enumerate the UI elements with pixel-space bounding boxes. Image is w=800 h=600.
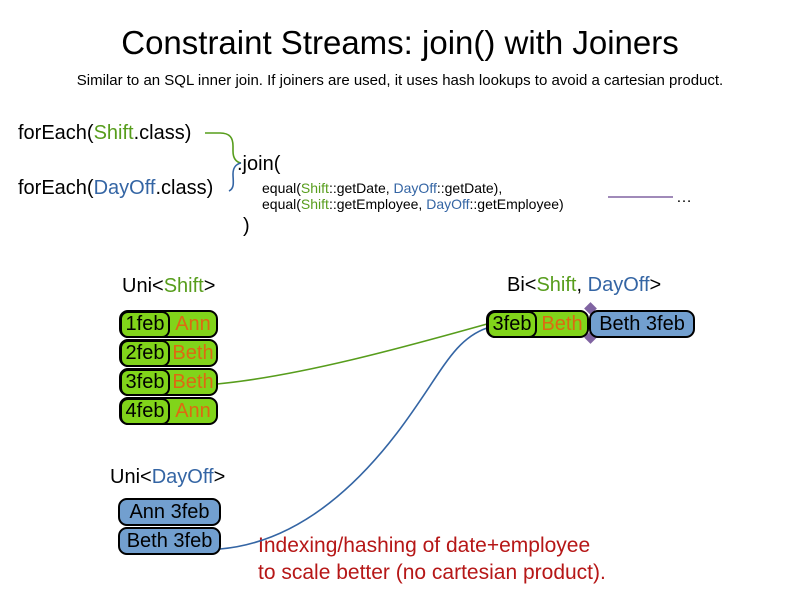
more-joiners-ellipsis: … [676, 189, 692, 206]
dayoff-class-token: DayOff [151, 466, 214, 488]
shift-date-cell: 2feb [120, 339, 170, 367]
shift-class-token: Shift [300, 180, 329, 196]
shift-row-1: 1feb Ann [119, 310, 218, 338]
bi-row-shift-part: 3feb Beth [486, 310, 589, 338]
label-text: > [649, 274, 662, 296]
dayoff-class-token: DayOff [93, 177, 156, 199]
code-text: forEach( [18, 122, 94, 144]
uni-shift-label: Uni<Shift> [122, 275, 215, 298]
shift-employee-cell: Beth [172, 370, 214, 393]
code-text: ::getDate), [436, 180, 503, 196]
shift-employee-cell: Ann [175, 399, 211, 422]
dayoff-class-token: DayOff [426, 196, 470, 212]
code-joiner-employee: equal(Shift::getEmployee, DayOff::getEmp… [262, 196, 564, 212]
bi-shift-date-cell: 3feb [487, 310, 537, 338]
annotation-text: Indexing/hashing of date+employee to sca… [258, 532, 606, 586]
annotation-line-2: to scale better (no cartesian product). [258, 561, 606, 584]
shift-row-3: 3feb Beth [119, 368, 218, 396]
label-text: Uni< [110, 466, 152, 488]
shift-class-token: Shift [93, 122, 134, 144]
dayoff-row-2: Beth 3feb [118, 527, 221, 555]
shift-row-4: 4feb Ann [119, 397, 218, 425]
shift-class-token: Shift [300, 196, 329, 212]
shift-row-to-bi-curve [216, 323, 488, 385]
shift-row-2: 2feb Beth [119, 339, 218, 367]
page-subtitle: Similar to an SQL inner join. If joiners… [76, 72, 724, 89]
dayoff-cell: Ann 3feb [129, 500, 210, 523]
code-foreach-shift: forEach(Shift.class) [18, 122, 191, 145]
code-text: .class) [155, 177, 214, 199]
shift-employee-cell: Beth [172, 341, 214, 364]
label-text: Uni< [122, 275, 164, 297]
shift-class-token: Shift [163, 275, 204, 297]
bi-dayoff-cell: Beth 3feb [599, 312, 685, 335]
page-title: Constraint Streams: join() with Joiners [121, 24, 679, 61]
shift-date-cell: 3feb [120, 368, 170, 396]
label-text: Bi< [507, 274, 537, 296]
bi-row-dayoff-part: Beth 3feb [589, 310, 695, 338]
uni-dayoff-label: Uni<DayOff> [110, 466, 225, 489]
dayoff-class-token: DayOff [393, 180, 437, 196]
code-join-close: ) [243, 215, 250, 237]
shift-date-cell: 1feb [120, 310, 170, 338]
dayoff-cell: Beth 3feb [126, 529, 213, 552]
shift-class-token: Shift [536, 274, 577, 296]
code-text: equal( [262, 180, 301, 196]
dayoff-row-to-bi-curve [219, 327, 488, 550]
code-joiner-date: equal(Shift::getDate, DayOff::getDate), [262, 180, 502, 196]
bi-shift-dayoff-label: Bi<Shift, DayOff> [507, 274, 661, 297]
label-text: > [213, 466, 226, 488]
code-text: ::getEmployee) [469, 196, 564, 212]
code-text: ::getEmployee, [328, 196, 427, 212]
label-text: , [576, 274, 588, 296]
annotation-line-1: Indexing/hashing of date+employee [258, 534, 591, 557]
code-text: forEach( [18, 177, 94, 199]
shift-employee-cell: Ann [175, 312, 211, 335]
code-text: ::getDate, [328, 180, 394, 196]
bi-shift-employee-cell: Beth [541, 312, 583, 335]
shift-date-cell: 4feb [120, 397, 170, 425]
code-join-open: .join( [237, 153, 281, 175]
dayoff-row-1: Ann 3feb [118, 498, 221, 526]
dayoff-class-token: DayOff [587, 274, 650, 296]
code-text: equal( [262, 196, 301, 212]
code-foreach-dayoff: forEach(DayOff.class) [18, 177, 213, 200]
code-text: .class) [133, 122, 192, 144]
label-text: > [203, 275, 216, 297]
brace-shift-to-join-line [205, 132, 242, 164]
